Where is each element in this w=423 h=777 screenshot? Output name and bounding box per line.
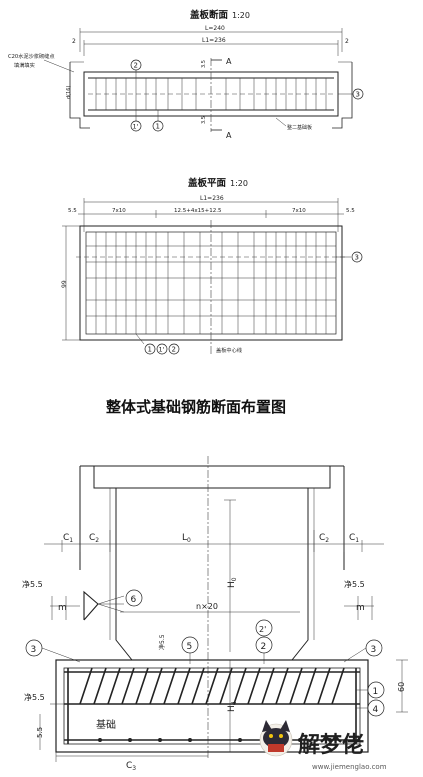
foundation-diagonal-bars bbox=[79, 667, 345, 705]
plan-bubble-1 bbox=[144, 343, 156, 355]
foundation-bubble-4 bbox=[367, 699, 385, 717]
slab-plan-title: 盖板平面 bbox=[188, 177, 227, 189]
note-base-slab: 整二基础板 bbox=[287, 124, 312, 131]
rebar-bubble-2 bbox=[130, 59, 142, 71]
plan-dim-5-5-left: 5.5 bbox=[68, 208, 77, 214]
foundation-bubble-2p-label: 2' bbox=[259, 625, 266, 634]
note-fill-solid: 填满填实 bbox=[14, 61, 35, 69]
clear-cover-small: 净5.5 bbox=[158, 634, 166, 650]
foundation-bubble-4-label: 4 bbox=[373, 705, 379, 715]
rebar-bubble-1-label: 1 bbox=[156, 123, 160, 131]
plan-dim-seg-right: 7x10 bbox=[292, 208, 306, 214]
dim-c1-left: C1 bbox=[63, 533, 73, 544]
plan-bubble-1p-label: 1' bbox=[159, 346, 165, 354]
dim-l-240: L=240 bbox=[205, 25, 225, 32]
foundation-section-view: 整体式基础钢筋断面布置图 C1 C2 L0 C2 C1 H0 Hd 净 bbox=[22, 398, 408, 772]
foundation-bubble-6 bbox=[125, 589, 143, 607]
foundation-label: 基础 bbox=[96, 718, 116, 731]
foundation-bubble-2-label: 2 bbox=[261, 642, 267, 652]
plan-bubble-1p bbox=[156, 343, 168, 355]
foundation-bubble-3-right-label: 3 bbox=[371, 645, 377, 655]
clear-cover-right: 净5.5 bbox=[344, 579, 365, 589]
dim-3-5-bottom: 3.5 bbox=[201, 116, 207, 124]
foundation-bubble-2p bbox=[255, 619, 273, 637]
slab-section-view: 盖板断面 1:20 L=240 L1=236 2 2 bbox=[8, 9, 364, 140]
foundation-bubble-3-left bbox=[25, 639, 43, 657]
dim-60: 60 bbox=[397, 682, 406, 692]
rebar-bubble-3-label: 3 bbox=[356, 91, 360, 99]
watermark-brand: 解梦佬 bbox=[298, 732, 364, 758]
note-slab-centerline: 盖板中心线 bbox=[216, 346, 242, 354]
plan-bubble-3-label: 3 bbox=[355, 254, 359, 262]
rebar-bubble-1 bbox=[152, 120, 164, 132]
foundation-bubble-3-left-label: 3 bbox=[31, 645, 37, 655]
dim-l0: L0 bbox=[182, 533, 191, 544]
slab-plan-scale: 1:20 bbox=[230, 179, 248, 188]
plan-bubble-1-label: 1 bbox=[148, 346, 152, 354]
dim-h0: H0 bbox=[227, 577, 238, 588]
dim-hd: Hd bbox=[227, 701, 238, 712]
watermark: 解梦佬 www.jiemenglao.com bbox=[259, 720, 387, 771]
slab-section-rebar-ticks bbox=[95, 78, 327, 110]
foundation-bubble-1-label: 1 bbox=[373, 687, 379, 697]
rebar-bubble-1p bbox=[130, 120, 142, 132]
rebar-bubble-2-label: 2 bbox=[134, 62, 138, 70]
dim-c2-left: C2 bbox=[89, 533, 99, 544]
m-label-left: m bbox=[58, 603, 67, 613]
cat-logo-icon bbox=[259, 720, 293, 757]
slab-section-scale: 1:20 bbox=[232, 11, 250, 20]
slab-section-title: 盖板断面 bbox=[190, 9, 229, 21]
foundation-bubble-5-label: 5 bbox=[187, 642, 193, 652]
foundation-bubble-6-label: 6 bbox=[131, 595, 137, 605]
clear-cover-left: 净5.5 bbox=[22, 579, 43, 589]
plan-bubble-3 bbox=[351, 251, 363, 263]
plan-bubble-2-label: 2 bbox=[172, 346, 176, 354]
plan-dim-seg-mid: 12.5+4x15+12.5 bbox=[174, 208, 222, 214]
dim-c2-right: C2 bbox=[319, 533, 329, 544]
slab-plan-view: 盖板平面 1:20 L1=236 5.5 5.5 7x10 12.5+4x15+… bbox=[61, 177, 363, 356]
plan-dim-width-99: 99 bbox=[61, 280, 68, 288]
dim-5-5-footing: 5.5 bbox=[36, 727, 44, 738]
foundation-bubble-3-right bbox=[365, 639, 383, 657]
dim-2-left: 2 bbox=[72, 38, 76, 45]
section-mark-a-bottom: A bbox=[226, 131, 232, 140]
watermark-url: www.jiemenglao.com bbox=[312, 763, 387, 771]
dim-l1-236: L1=236 bbox=[202, 37, 226, 44]
plan-bubble-2 bbox=[168, 343, 180, 355]
plan-dim-l1-236: L1=236 bbox=[200, 195, 224, 202]
foundation-bubble-1 bbox=[367, 681, 385, 699]
plan-dim-seg-left: 7x10 bbox=[112, 208, 126, 214]
m-label-right: m bbox=[356, 603, 365, 613]
dim-n-x-20: n×20 bbox=[196, 602, 218, 611]
dim-c1-right: C1 bbox=[349, 533, 359, 544]
plan-dim-5-5-right: 5.5 bbox=[346, 208, 355, 214]
clear-cover-footing: 净5.5 bbox=[24, 692, 45, 702]
rebar-bubble-1p-label: 1' bbox=[133, 123, 139, 131]
foundation-title: 整体式基础钢筋断面布置图 bbox=[106, 398, 286, 416]
dim-3-5-top: 3.5 bbox=[201, 60, 207, 68]
rebar-bubble-3 bbox=[352, 88, 364, 100]
note-mortar-joint: C20水泥沙浆砌缝点 bbox=[8, 52, 55, 60]
dim-c3: C3 bbox=[126, 761, 136, 772]
dim-slab-height: d(16) bbox=[66, 86, 72, 99]
dim-2-right: 2 bbox=[345, 38, 349, 45]
section-mark-a-top: A bbox=[226, 57, 232, 66]
plan-transverse-bars bbox=[95, 232, 327, 334]
